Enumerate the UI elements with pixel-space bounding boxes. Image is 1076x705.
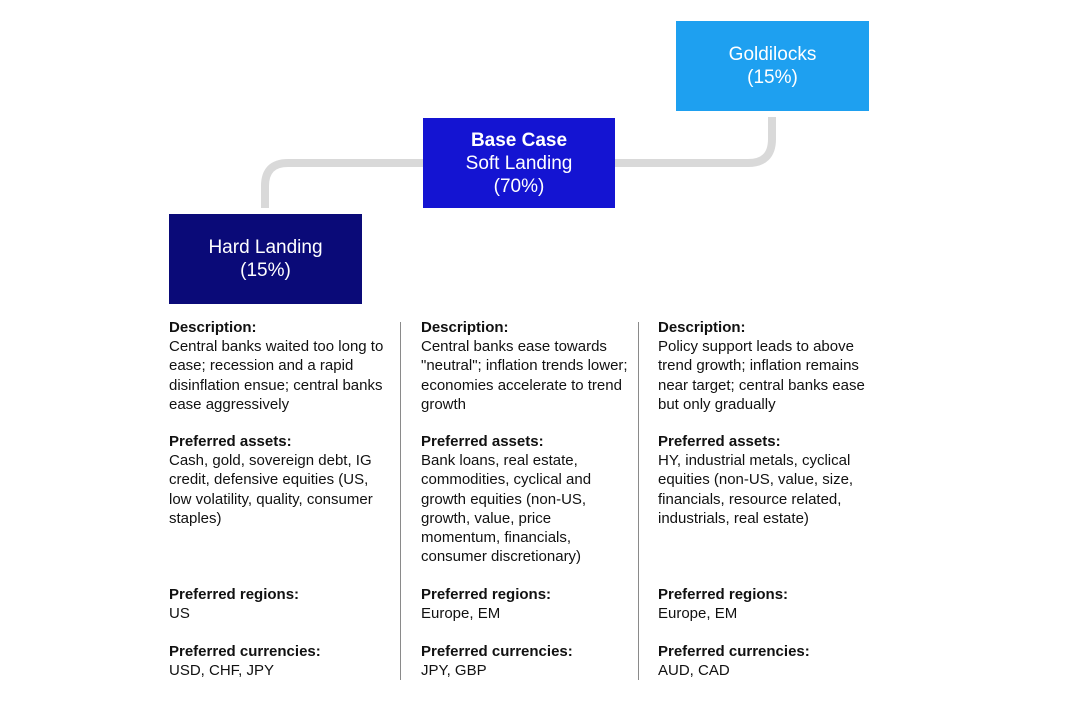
preferred-regions-section: Preferred regions: Europe, EM [421, 585, 631, 623]
description-text: Policy support leads to above trend grow… [658, 338, 865, 413]
scenario-kicker-base-case: Base Case [470, 129, 568, 151]
preferred-regions-section: Preferred regions: Europe, EM [658, 585, 883, 623]
scenario-title-base-case: Soft Landing [465, 152, 573, 174]
description-section: Description: Central banks waited too lo… [169, 318, 389, 414]
description-heading: Description: [658, 319, 746, 336]
description-text: Central banks waited too long to ease; r… [169, 338, 384, 413]
preferred-currencies-text: JPY, GBP [421, 662, 487, 680]
description-heading: Description: [421, 319, 509, 336]
preferred-currencies-text: AUD, CAD [658, 662, 730, 680]
scenario-box-goldilocks: Goldilocks (15%) [676, 21, 869, 111]
preferred-assets-heading: Preferred assets: [169, 433, 292, 450]
description-section: Description: Policy support leads to abo… [658, 318, 883, 414]
preferred-assets-text: HY, industrial metals, cyclical equities… [658, 452, 854, 527]
preferred-assets-section: Preferred assets: Cash, gold, sovereign … [169, 432, 389, 528]
preferred-assets-heading: Preferred assets: [658, 433, 781, 450]
scenario-title-goldilocks: Goldilocks [728, 44, 817, 65]
column-divider-2 [638, 322, 639, 680]
preferred-currencies-heading: Preferred currencies: [421, 643, 573, 660]
description-heading: Description: [169, 319, 257, 336]
preferred-assets-text: Cash, gold, sovereign debt, IG credit, d… [169, 452, 373, 527]
preferred-regions-section: Preferred regions: US [169, 585, 389, 623]
preferred-regions-heading: Preferred regions: [658, 586, 789, 603]
preferred-assets-section: Preferred assets: Bank loans, real estat… [421, 432, 631, 566]
connector-line-hard-to-base [261, 159, 423, 208]
scenario-probability-goldilocks: (15%) [747, 67, 798, 88]
preferred-regions-heading: Preferred regions: [169, 586, 300, 603]
preferred-regions-text: Europe, EM [658, 605, 738, 623]
preferred-currencies-section: Preferred currencies: JPY, GBP [421, 642, 631, 680]
description-section: Description: Central banks ease towards … [421, 318, 631, 414]
scenario-probability-hard-landing: (15%) [240, 260, 291, 281]
preferred-regions-heading: Preferred regions: [421, 586, 552, 603]
preferred-assets-text: Bank loans, real estate, commodities, cy… [421, 452, 592, 566]
scenario-title-hard-landing: Hard Landing [208, 237, 323, 258]
scenario-box-base-case: Base Case Soft Landing (70%) [423, 118, 615, 208]
preferred-currencies-text: USD, CHF, JPY [169, 662, 275, 680]
preferred-assets-heading: Preferred assets: [421, 433, 544, 450]
preferred-currencies-heading: Preferred currencies: [169, 643, 321, 660]
description-text: Central banks ease towards "neutral"; in… [421, 338, 628, 413]
preferred-currencies-section: Preferred currencies: AUD, CAD [658, 642, 883, 680]
preferred-currencies-heading: Preferred currencies: [658, 643, 810, 660]
scenario-probability-base-case: (70%) [493, 175, 545, 197]
column-divider-1 [400, 322, 401, 680]
preferred-assets-section: Preferred assets: HY, industrial metals,… [658, 432, 883, 528]
preferred-regions-text: US [169, 605, 190, 623]
preferred-regions-text: Europe, EM [421, 605, 501, 623]
connector-line-base-to-goldilocks [615, 117, 776, 167]
scenario-box-hard-landing: Hard Landing (15%) [169, 214, 362, 304]
preferred-currencies-section: Preferred currencies: USD, CHF, JPY [169, 642, 389, 680]
